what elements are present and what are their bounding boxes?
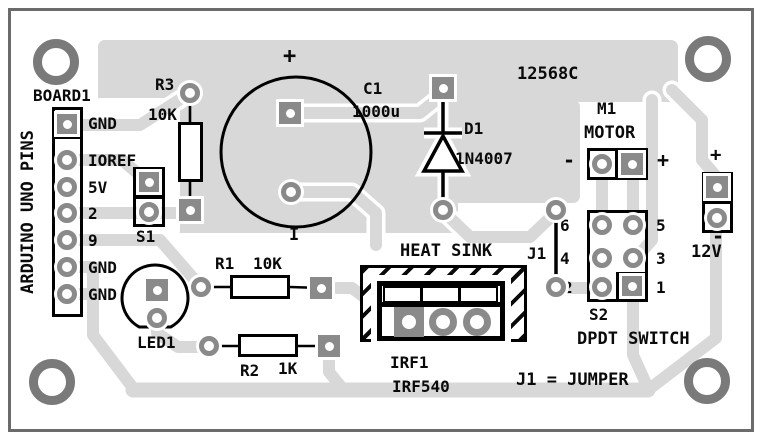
capacitor-minus-mark: I <box>289 225 300 245</box>
pin-label-9: 9 <box>88 231 98 250</box>
capacitor-pad-positive <box>279 102 301 124</box>
mosfet-pin-3 <box>463 308 491 336</box>
power-pad-minus <box>707 208 727 228</box>
led-pad-cathode <box>147 308 167 328</box>
switch-pin-label-1: 1 <box>656 278 666 297</box>
arduino-header-pad-2 <box>57 203 77 223</box>
resistor-r1-pad-left <box>191 277 211 297</box>
resistor-r2-pad-right <box>318 335 340 357</box>
resistor-r3-pad-bottom <box>179 199 201 221</box>
jumper-note: J1 = JUMPER <box>516 370 629 390</box>
pin-label-ioref: IOREF <box>88 151 137 170</box>
switch-ref: S2 <box>589 305 609 324</box>
switch-pad-2 <box>592 277 612 297</box>
arduino-header-ref: BOARD1 <box>33 86 91 105</box>
resistor-r3-body <box>178 122 203 182</box>
motor-minus-mark: - <box>563 148 576 172</box>
led-ref: LED1 <box>137 333 176 352</box>
resistor-r1-ref: R1 <box>215 254 235 273</box>
pin-label-2: 2 <box>88 204 98 223</box>
switch-pin-label-2: 2 <box>563 278 573 297</box>
arduino-header-pad-gnd2 <box>57 257 77 277</box>
motor-pad-minus <box>592 154 612 174</box>
mounting-hole-bottom-right <box>684 358 730 404</box>
arduino-header-pad-9 <box>57 230 77 250</box>
led-pad-anode <box>146 279 168 301</box>
resistor-r1-body <box>230 275 290 299</box>
power-minus-mark: - <box>712 224 725 248</box>
switch-label: DPDT SWITCH <box>577 329 690 349</box>
resistor-r2-body <box>238 334 298 357</box>
s1-ref: S1 <box>136 227 156 246</box>
switch-pad-1 <box>622 276 642 296</box>
resistor-r1-pad-right <box>310 277 332 299</box>
mosfet-value: IRF540 <box>392 377 450 396</box>
s1-pad-top <box>139 172 159 192</box>
mounting-hole-bottom-left <box>29 359 75 405</box>
power-pad-plus <box>706 176 728 198</box>
board-code: 12568C <box>517 64 579 84</box>
switch-pin-label-3: 3 <box>656 249 666 268</box>
mosfet-pin-2 <box>429 308 457 336</box>
resistor-r2-value: 1K <box>278 359 298 378</box>
motor-ref: M1 <box>597 99 617 118</box>
capacitor-pad-negative <box>281 182 301 202</box>
pin-label-5v: 5V <box>88 178 108 197</box>
mosfet-divider <box>381 302 501 307</box>
switch-pad-3 <box>623 248 643 268</box>
motor-label: MOTOR <box>584 123 636 143</box>
switch-pin-label-4: 4 <box>560 249 570 268</box>
s1-cell-bottom <box>133 196 165 227</box>
diode-pad-cathode <box>432 77 454 99</box>
motor-pad-plus <box>621 153 643 175</box>
switch-pin1-cell <box>616 272 648 302</box>
switch-pin-label-5: 5 <box>656 216 666 235</box>
power-plus-mark: + <box>710 144 722 166</box>
resistor-r3-value: 10K <box>148 105 177 124</box>
capacitor-ref: C1 <box>363 79 383 98</box>
image-border <box>8 8 754 432</box>
mounting-hole-top-left <box>33 39 79 85</box>
jumper-ref: J1 <box>527 244 547 263</box>
arduino-header-pad-gnd3 <box>57 284 77 304</box>
resistor-r1-value: 10K <box>253 254 282 273</box>
arduino-header-pad-gnd <box>57 114 77 134</box>
pin-label-gnd3: GND <box>88 285 117 304</box>
pin-label-gnd2: GND <box>88 258 117 277</box>
mosfet-ref: IRF1 <box>390 353 429 372</box>
diode-value: 1N4007 <box>455 149 513 168</box>
resistor-r3-ref: R3 <box>155 75 175 94</box>
jumper-pad-top <box>546 200 566 220</box>
capacitor-plus-mark: + <box>283 44 297 69</box>
mounting-hole-top-right <box>685 36 731 82</box>
heatsink-label: HEAT SINK <box>400 241 493 261</box>
arduino-header-pin1-cell <box>52 107 83 139</box>
motor-plus-mark: + <box>657 148 670 172</box>
power-label: 12V <box>691 242 722 262</box>
switch-pad-6 <box>592 215 612 235</box>
diode-ref: D1 <box>464 119 484 138</box>
diode-pad-anode <box>433 200 453 220</box>
resistor-r2-ref: R2 <box>240 361 260 380</box>
switch-pad-5 <box>623 215 643 235</box>
mosfet-pin-1 <box>395 308 423 336</box>
resistor-r2-pad-left <box>199 336 219 356</box>
switch-pad-4 <box>592 248 612 268</box>
arduino-header-pad-ioref <box>57 150 77 170</box>
switch-pin-label-6: 6 <box>560 216 570 235</box>
capacitor-value: 1000u <box>352 102 401 121</box>
pin-label-gnd: GND <box>88 114 117 133</box>
arduino-header-pad-5v <box>57 177 77 197</box>
s1-pad-bottom <box>139 202 159 222</box>
jumper-pad-bottom <box>546 277 566 297</box>
resistor-r3-pad-top <box>180 83 200 103</box>
